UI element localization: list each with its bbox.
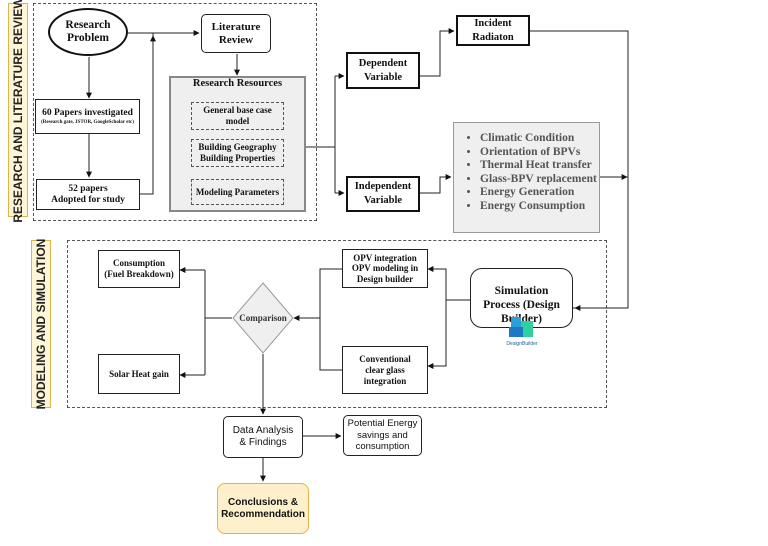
variable-item: Orientation of BPVs bbox=[480, 146, 597, 160]
comparison-decision-node bbox=[232, 282, 294, 354]
incident-radiation-node: Incident Radiaton bbox=[456, 15, 530, 46]
conclusions-node: Conclusions & Recommendation bbox=[217, 483, 309, 534]
independent-variable-node: Independent Variable bbox=[346, 176, 420, 212]
conventional-glass-node: Conventional clear glass integration bbox=[342, 346, 428, 394]
comparison-label: Comparison bbox=[239, 313, 287, 323]
consumption-node: Consumption (Fuel Breakdown) bbox=[98, 250, 180, 288]
resource-item-base-case: General base case model bbox=[191, 102, 284, 130]
dependent-variable-node: Dependent Variable bbox=[346, 52, 420, 89]
resource-item-parameters: Modeling Parameters bbox=[191, 179, 284, 205]
designbuilder-logo-text: DesignBuilder bbox=[506, 341, 538, 347]
research-side-label: RESEARCH AND LITERATURE REVIEW bbox=[8, 0, 28, 223]
simulation-process-node: Simulation Process (Design Builder) bbox=[470, 268, 573, 328]
variable-item: Energy Consumption bbox=[480, 200, 597, 214]
research-resources-title: Research Resources bbox=[192, 78, 283, 89]
research-section-frame bbox=[33, 3, 317, 221]
variable-item: Thermal Heat transfer bbox=[480, 159, 597, 173]
solar-heat-gain-node: Solar Heat gain bbox=[98, 354, 180, 394]
potential-energy-node: Potential Energy savings and consumption bbox=[343, 415, 422, 456]
resource-item-geography: Building Geography Building Properties bbox=[191, 139, 284, 167]
variable-item: Climatic Condition bbox=[480, 132, 597, 146]
opv-integration-node: OPV integration OPV modeling in Design b… bbox=[342, 249, 428, 288]
data-analysis-node: Data Analysis & Findings bbox=[223, 416, 303, 458]
papers-investigated-node: 60 Papers investigated (Research gate, J… bbox=[35, 99, 140, 134]
variable-item: Glass-BPV replacement bbox=[480, 173, 597, 187]
modeling-side-label: MODELING AND SIMULATION bbox=[31, 239, 51, 409]
variable-item: Energy Generation bbox=[480, 186, 597, 200]
modeling-section-frame bbox=[67, 240, 607, 408]
research-problem-node: Research Problem bbox=[48, 8, 128, 56]
literature-review-node: Literature Review bbox=[201, 14, 271, 53]
designbuilder-logo-icon bbox=[505, 315, 537, 345]
independent-variables-list: Climatic Condition Orientation of BPVs T… bbox=[453, 122, 600, 233]
papers-adopted-node: 52 papers Adopted for study bbox=[36, 179, 140, 210]
